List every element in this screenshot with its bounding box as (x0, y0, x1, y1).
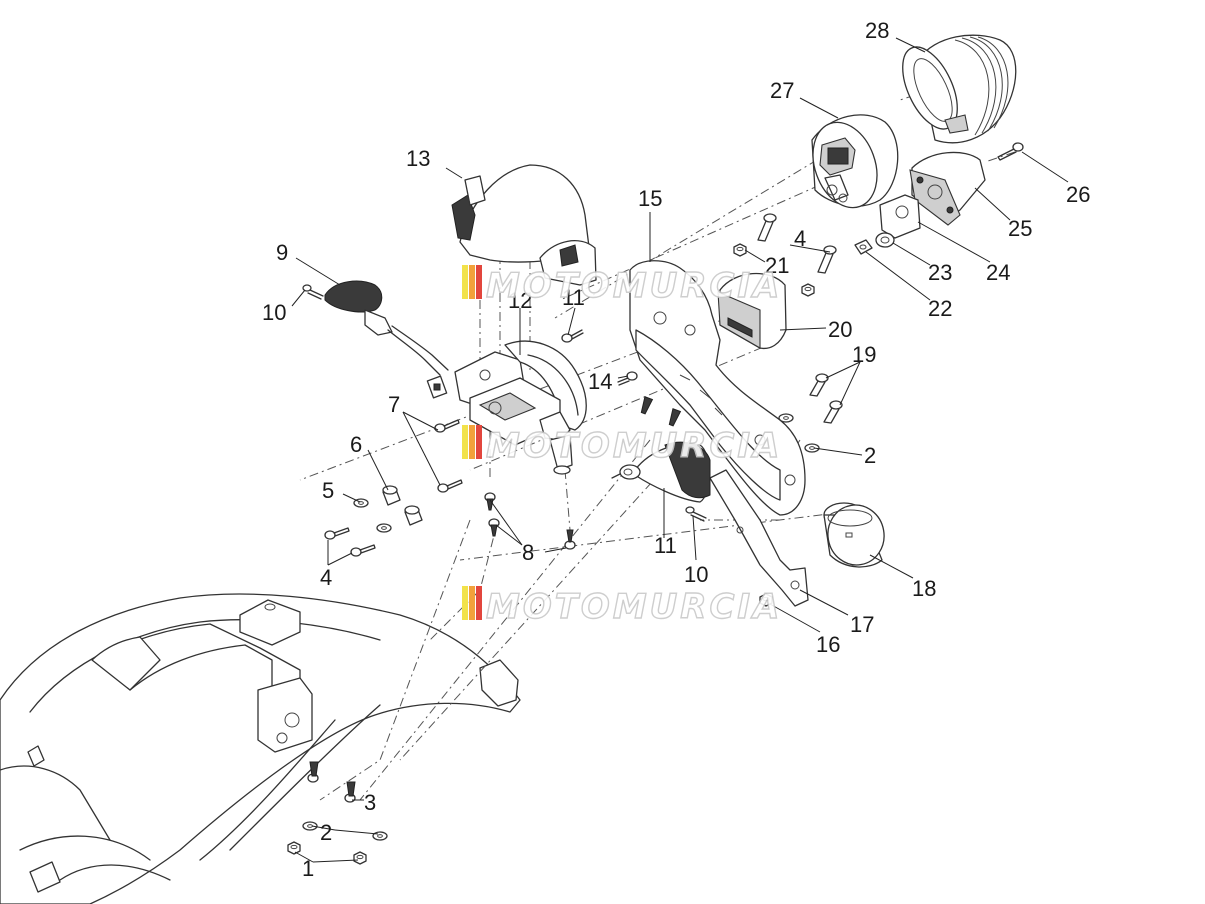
callout-1: 1 (302, 856, 314, 881)
callout-10-upper: 10 (262, 300, 286, 325)
part-20-taillight (717, 272, 787, 350)
callout-25: 25 (1008, 216, 1032, 241)
watermark-text-3: MOTOMURCIA (486, 587, 782, 627)
watermark-text-2: MOTOMURCIA (486, 426, 782, 466)
part-25-bracket (909, 151, 986, 226)
part-18-reflector (823, 502, 885, 568)
callout-22: 22 (928, 296, 952, 321)
callout-23: 23 (928, 260, 952, 285)
part-15-plate-holder (629, 260, 806, 516)
callout-19: 19 (852, 342, 876, 367)
part-11-screw-center (561, 329, 584, 343)
mudguard (0, 593, 521, 904)
callout-numbers: 28 27 26 25 24 23 22 21 20 19 18 17 16 1… (262, 18, 1090, 881)
callout-28: 28 (865, 18, 889, 43)
watermark-2: MOTOMURCIA (462, 425, 782, 467)
part-28-ring (902, 34, 1017, 144)
part-13-lens (451, 164, 597, 286)
callout-13: 13 (406, 146, 430, 171)
callout-9: 9 (276, 240, 288, 265)
part-6-spacers (382, 485, 423, 526)
part-24-plate (879, 194, 921, 239)
part-7-screws (434, 419, 463, 493)
callout-6: 6 (350, 432, 362, 457)
part-19-screws (809, 373, 843, 424)
watermark-1: MOTOMURCIA (462, 265, 782, 307)
callout-15: 15 (638, 186, 662, 211)
part-17-bracket-arm (709, 469, 809, 607)
part-5-washer (353, 498, 392, 533)
part-12-housing (454, 340, 587, 475)
callout-11-lower: 11 (654, 533, 677, 558)
watermark-text-1: MOTOMURCIA (486, 266, 782, 306)
callout-11-upper: 11 (562, 285, 585, 310)
callout-14: 14 (588, 369, 612, 394)
callout-10-lower: 10 (684, 562, 708, 587)
part-1-nuts (287, 841, 367, 865)
callout-12: 12 (508, 288, 532, 313)
part-27-lamp-body (811, 114, 899, 209)
callout-4-lower: 4 (320, 565, 332, 590)
part-4-bolts-lower (324, 527, 376, 557)
callout-18: 18 (912, 576, 936, 601)
part-22-nut (854, 239, 873, 255)
callout-20: 20 (828, 317, 852, 342)
part-23-grommet (875, 232, 895, 248)
callout-4-upper: 4 (794, 226, 806, 251)
callout-5: 5 (322, 478, 334, 503)
part-4-bolts-upper (757, 213, 837, 274)
callout-24: 24 (986, 260, 1010, 285)
watermark-3: MOTOMURCIA (462, 586, 782, 628)
callout-21: 21 (765, 253, 789, 278)
part-black-screws-center (638, 396, 681, 428)
callout-17: 17 (850, 612, 874, 637)
callout-16: 16 (816, 632, 840, 657)
part-14-screw (617, 371, 638, 386)
part-3-screws (307, 761, 356, 803)
part-11-indicator-right (611, 441, 711, 503)
callout-3: 3 (364, 790, 376, 815)
part-26-screw (997, 142, 1024, 161)
callout-2-lower: 2 (320, 820, 332, 845)
part-10-screw-left (302, 284, 324, 300)
callout-27: 27 (770, 78, 794, 103)
part-10-screw-right (685, 506, 707, 522)
part-9-indicator-left (324, 280, 449, 399)
callout-8: 8 (522, 540, 534, 565)
callout-7: 7 (388, 392, 400, 417)
callout-26: 26 (1066, 182, 1090, 207)
callout-2-upper: 2 (864, 443, 876, 468)
leader-lines (291, 37, 1069, 863)
